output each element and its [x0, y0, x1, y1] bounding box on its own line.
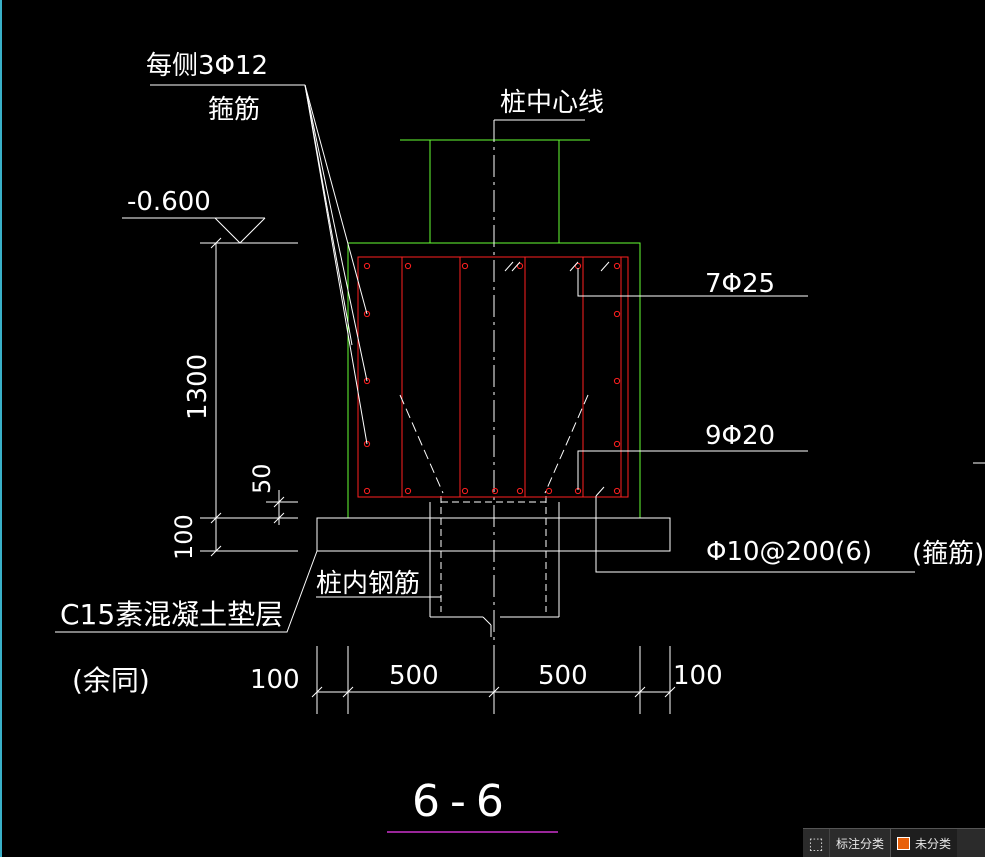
leader-7-25 — [577, 268, 808, 297]
rebar-hooks — [504, 261, 610, 497]
label-dim-height: 1300 — [183, 354, 213, 420]
label-rebar-side-type: 箍筋 — [208, 95, 260, 125]
category-color-swatch — [897, 836, 911, 850]
leader-stirrup — [595, 496, 915, 573]
label-rebar-bottom: 9Φ20 — [705, 421, 775, 451]
pile-inner-rebar — [440, 496, 547, 612]
label-dim-500-left: 500 — [389, 661, 439, 691]
leader-cushion — [55, 550, 318, 633]
label-stirrup: (箍筋) — [912, 539, 984, 569]
leader-9-20 — [577, 450, 808, 490]
label-dim-100-vertical: 100 — [170, 514, 198, 560]
label-dim-100-right: 100 — [673, 661, 723, 691]
label-pile-rebar: 桩内钢筋 — [316, 569, 420, 599]
label-cushion-note: (余同) — [72, 664, 150, 697]
label-dim-500-right: 500 — [538, 661, 588, 691]
section-title: 6-6 — [412, 776, 514, 827]
rebar-bars — [363, 262, 621, 495]
pile-outline — [429, 502, 560, 637]
leader-rebar-side — [150, 84, 368, 445]
label-dim-100-left: 100 — [250, 665, 300, 695]
column-outline — [400, 139, 590, 243]
inclined-dashed-bars — [399, 394, 589, 494]
grid-icon[interactable]: ⬚ — [803, 829, 830, 857]
category-value: 未分类 — [915, 836, 952, 851]
rebar-cage — [357, 256, 629, 498]
label-cushion-layer: C15素混凝土垫层 — [60, 598, 283, 631]
elevation-marker — [122, 217, 298, 244]
vertical-dimension — [200, 237, 298, 557]
label-rebar-top: 7Φ25 — [705, 269, 775, 299]
label-elevation: -0.600 — [127, 187, 211, 217]
annotation-category-label[interactable]: 标注分类 — [836, 836, 885, 851]
horizontal-dimension — [311, 646, 676, 714]
label-rebar-side: 每侧3Φ12 — [146, 51, 268, 81]
label-pile-center-line: 桩中心线 — [500, 88, 604, 118]
category-selector[interactable]: 未分类 — [890, 829, 958, 857]
label-stirrup-spec: Φ10@200(6) — [706, 537, 872, 567]
label-dim-50: 50 — [248, 463, 276, 494]
annotation-status-bar: ⬚ 标注分类 未分类 — [803, 828, 985, 857]
